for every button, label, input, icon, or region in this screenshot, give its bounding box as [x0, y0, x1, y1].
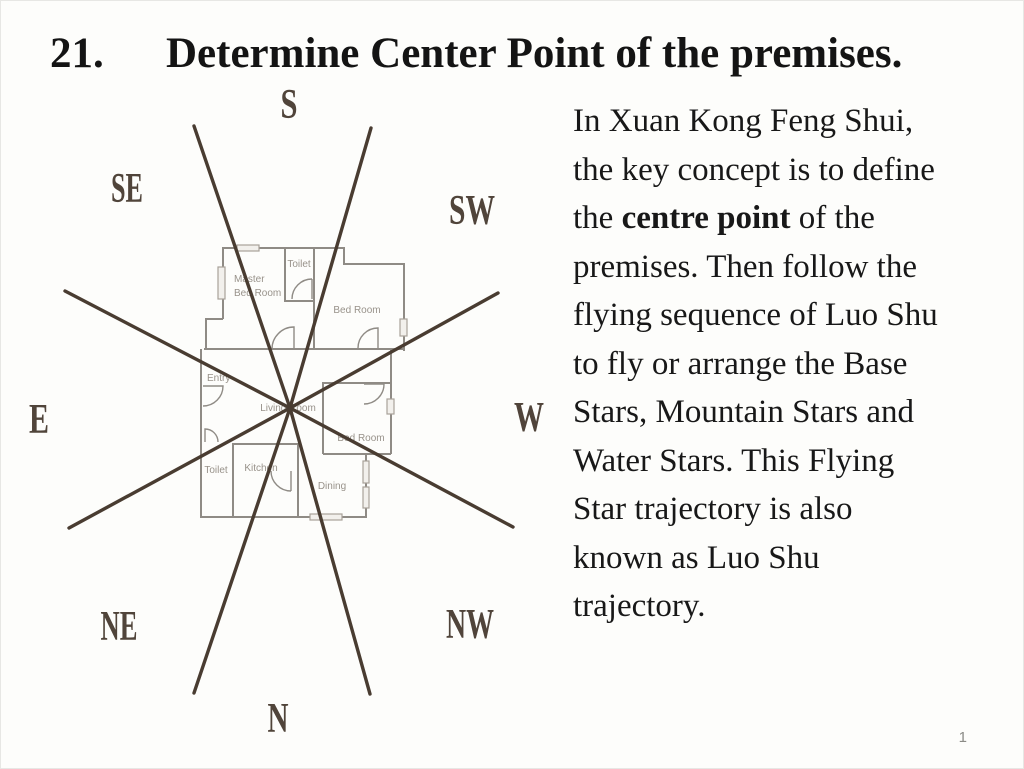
compass-label-nw: NW — [446, 602, 494, 648]
body-line: to fly or arrange the Base — [573, 340, 1003, 389]
body-text-segment: to fly or arrange the Base — [573, 345, 908, 382]
floorplan-doors — [202, 278, 385, 492]
body-bold-text: centre point — [621, 200, 791, 236]
body-line: known as Luo Shu — [573, 534, 1003, 583]
body-line: trajectory. — [573, 582, 1003, 631]
compass-label-n: N — [268, 696, 289, 742]
compass-direction-labels: S SE SW E W NE NW N — [29, 82, 544, 742]
page-number: 1 — [958, 729, 967, 746]
ray-to-e-down — [67, 406, 292, 530]
body-text-segment: flying sequence of Luo Shu — [573, 297, 938, 333]
room-label-bedroom-right: Bed Room — [337, 433, 384, 444]
body-line: Water Stars. This Flying — [573, 437, 1003, 486]
compass-rays — [63, 124, 515, 696]
floorplan-walls — [200, 247, 405, 518]
slide-title-text: Determine Center Point of the premises. — [166, 30, 903, 77]
body-line: In Xuan Kong Feng Shui, — [573, 97, 1003, 146]
body-text-segment: In Xuan Kong Feng Shui, — [573, 103, 914, 139]
slide-number: 21. — [50, 30, 104, 77]
room-label-toilet-bottom: Toilet — [204, 465, 228, 476]
page-title: 21. Determine Center Point of the premis… — [50, 29, 990, 78]
body-line: the centre point of the — [573, 194, 1003, 243]
room-label-dining: Dining — [318, 481, 346, 492]
room-label-kitchen: Kitchen — [244, 463, 277, 474]
compass-label-ne: NE — [101, 604, 138, 650]
body-text-segment: premises. Then follow the — [573, 248, 917, 285]
body-text-segment: Star trajectory is also — [573, 491, 853, 527]
body-text-segment: of the — [790, 200, 875, 236]
body-text-segment: Stars, Mountain Stars and — [573, 394, 914, 430]
ray-to-w-down — [288, 406, 515, 529]
ray-to-s-right — [288, 126, 373, 410]
body-text-segment: the — [573, 200, 622, 236]
body-text-segment: the key concept is to define — [573, 151, 935, 188]
body-line: flying sequence of Luo Shu — [573, 291, 1003, 340]
body-text-segment: known as Luo Shu — [573, 539, 820, 576]
ray-to-n-left — [192, 406, 292, 695]
ray-to-s-left — [192, 124, 292, 410]
body-line: Star trajectory is also — [573, 485, 1003, 534]
compass-label-s: S — [281, 82, 298, 128]
body-line: premises. Then follow the — [573, 243, 1003, 292]
compass-label-se: SE — [111, 166, 143, 212]
body-text: In Xuan Kong Feng Shui, the key concept i… — [573, 97, 1003, 631]
room-label-toilet-top: Toilet — [287, 259, 311, 270]
body-line: the key concept is to define — [573, 146, 1003, 195]
compass-label-e: E — [29, 397, 49, 443]
ray-to-w-up — [288, 291, 500, 410]
body-line: Stars, Mountain Stars and — [573, 388, 1003, 437]
floorplan-windows — [217, 244, 408, 521]
ray-to-e-up — [63, 289, 292, 410]
compass-label-w: W — [514, 395, 544, 441]
ray-to-n-right — [288, 406, 372, 696]
body-text-segment: Water Stars. This Flying — [573, 442, 895, 479]
body-text-segment: trajectory. — [573, 588, 706, 624]
room-label-bedroom-top: Bed Room — [333, 305, 380, 316]
compass-label-sw: SW — [449, 188, 495, 234]
room-label-entry: Entry — [207, 373, 230, 384]
